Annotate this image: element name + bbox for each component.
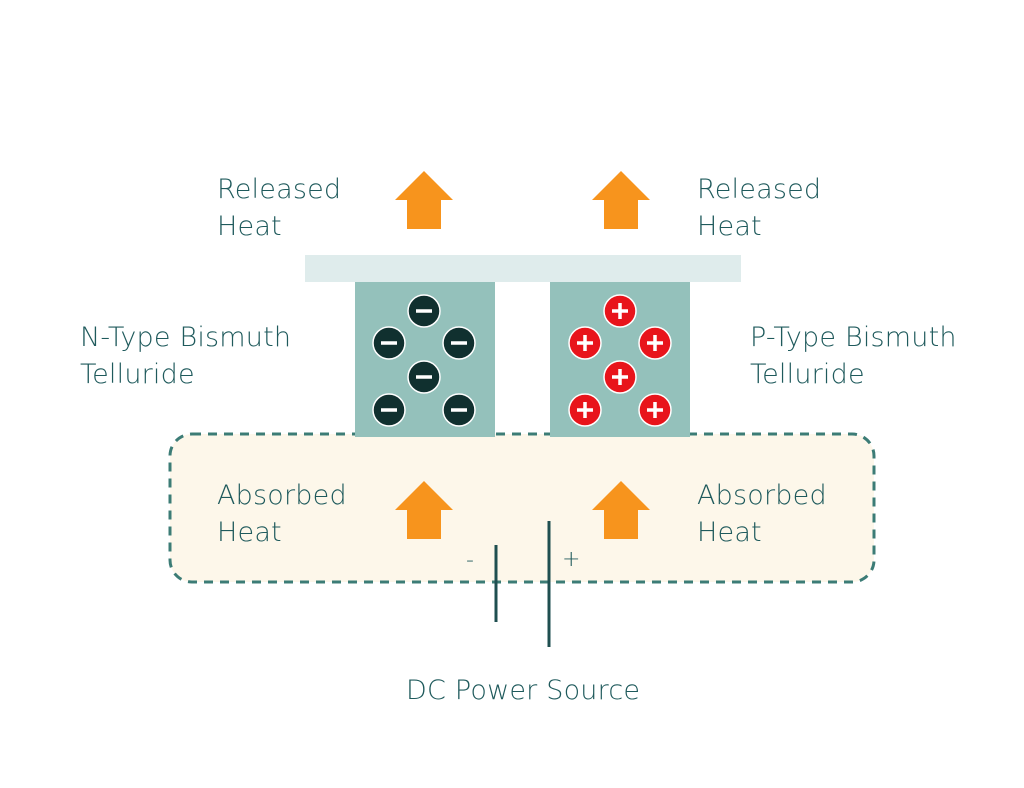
released-heat-right-label: Released Heat [697,174,822,242]
electron-carrier [407,294,441,328]
absorbed-heat-right-label: Absorbed Heat [697,480,827,548]
hole-carrier [638,393,672,427]
electron-carrier [372,393,406,427]
released-heat-left-label: Released Heat [217,174,342,242]
p-type-label: P-Type Bismuth Telluride [750,322,957,390]
minus-icon [381,341,397,345]
electron-carrier [372,326,406,360]
up-arrow-icon [592,171,650,229]
p-type-carriers [568,294,672,427]
up-arrow-icon [592,481,650,539]
minus-icon [416,375,432,379]
minus-icon [451,408,467,412]
minus-icon [416,309,432,313]
hole-carrier [638,326,672,360]
up-arrow-icon [395,171,453,229]
electron-carrier [442,393,476,427]
minus-icon [451,341,467,345]
hole-carrier [603,360,637,394]
power-source-label: DC Power Source [406,675,641,706]
minus-terminal-label: - [466,548,475,573]
n-type-carriers [372,294,476,427]
absorbed-heat-zone [168,432,876,584]
absorbed-heat-left-label: Absorbed Heat [217,480,347,548]
hole-carrier [568,393,602,427]
up-arrow-icon [395,481,453,539]
electron-carrier [407,360,441,394]
hole-carrier [568,326,602,360]
top-plate [305,255,741,282]
n-type-label: N-Type Bismuth Telluride [80,322,292,390]
plus-terminal-label: + [562,547,581,572]
electron-carrier [442,326,476,360]
hole-carrier [603,294,637,328]
minus-icon [381,408,397,412]
